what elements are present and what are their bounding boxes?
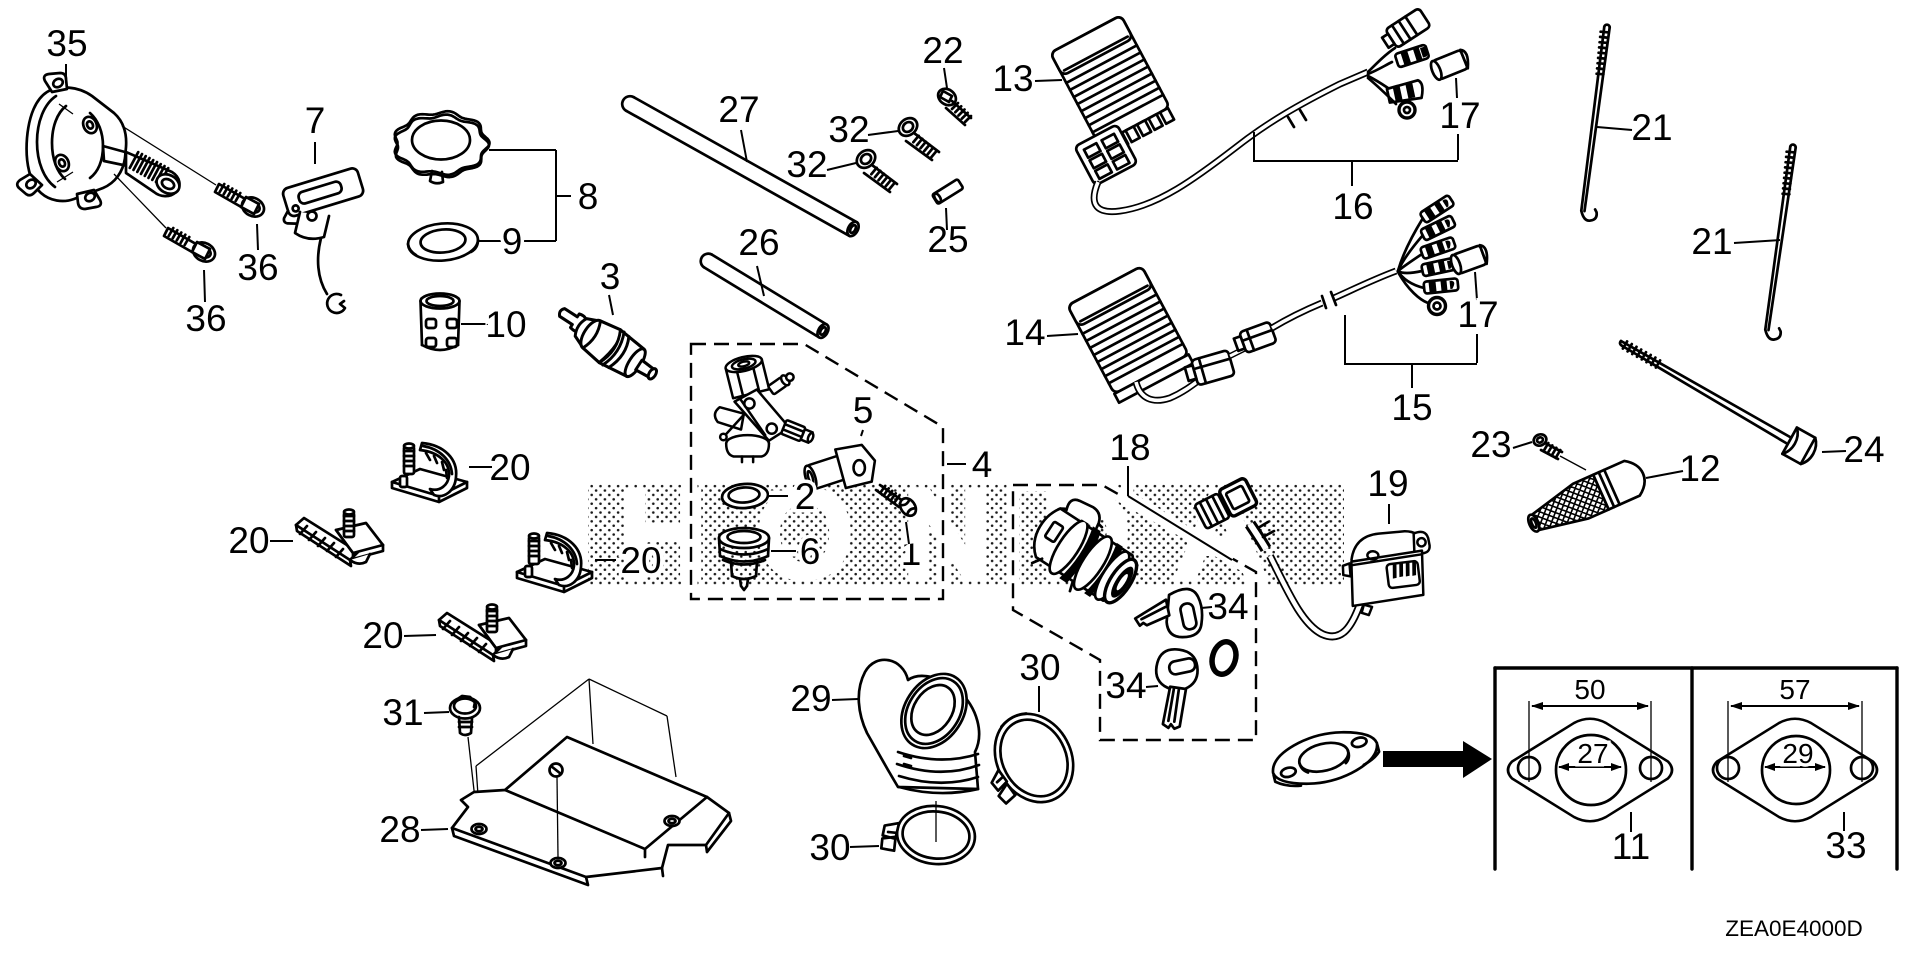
svg-text:36: 36 xyxy=(237,247,278,288)
svg-text:30: 30 xyxy=(1019,647,1060,688)
svg-text:8: 8 xyxy=(578,176,599,217)
svg-text:5: 5 xyxy=(853,390,874,431)
svg-text:3: 3 xyxy=(600,256,621,297)
svg-text:21: 21 xyxy=(1691,221,1732,262)
svg-text:6: 6 xyxy=(800,531,821,572)
svg-text:19: 19 xyxy=(1367,463,1408,504)
svg-text:12: 12 xyxy=(1679,448,1720,489)
svg-text:4: 4 xyxy=(972,444,993,485)
svg-text:ZEA0E4000D: ZEA0E4000D xyxy=(1725,916,1863,941)
svg-text:7: 7 xyxy=(305,100,326,141)
svg-text:16: 16 xyxy=(1332,186,1373,227)
svg-text:10: 10 xyxy=(485,304,526,345)
svg-text:24: 24 xyxy=(1843,429,1884,470)
svg-text:29: 29 xyxy=(1782,738,1813,769)
svg-text:34: 34 xyxy=(1105,665,1146,706)
svg-text:34: 34 xyxy=(1207,586,1248,627)
svg-text:33: 33 xyxy=(1825,825,1866,866)
svg-text:20: 20 xyxy=(489,447,530,488)
svg-text:17: 17 xyxy=(1457,294,1498,335)
svg-text:20: 20 xyxy=(620,540,661,581)
svg-text:20: 20 xyxy=(228,520,269,561)
svg-text:31: 31 xyxy=(382,692,423,733)
svg-text:22: 22 xyxy=(922,30,963,71)
svg-text:29: 29 xyxy=(790,678,831,719)
svg-text:50: 50 xyxy=(1574,674,1605,705)
svg-text:32: 32 xyxy=(786,144,827,185)
svg-text:21: 21 xyxy=(1631,107,1672,148)
svg-text:36: 36 xyxy=(185,298,226,339)
svg-text:57: 57 xyxy=(1779,674,1810,705)
svg-text:13: 13 xyxy=(992,58,1033,99)
svg-text:25: 25 xyxy=(927,219,968,260)
svg-text:11: 11 xyxy=(1612,826,1650,867)
svg-text:27: 27 xyxy=(1577,738,1608,769)
svg-text:30: 30 xyxy=(809,827,850,868)
svg-text:14: 14 xyxy=(1004,312,1045,353)
svg-text:35: 35 xyxy=(46,23,87,64)
svg-text:20: 20 xyxy=(362,615,403,656)
svg-text:32: 32 xyxy=(828,109,869,150)
svg-text:17: 17 xyxy=(1439,95,1480,136)
svg-text:26: 26 xyxy=(738,222,779,263)
svg-text:27: 27 xyxy=(718,89,759,130)
svg-text:23: 23 xyxy=(1470,424,1511,465)
svg-text:9: 9 xyxy=(502,221,523,262)
svg-text:28: 28 xyxy=(379,809,420,850)
svg-text:15: 15 xyxy=(1391,387,1432,428)
svg-text:18: 18 xyxy=(1109,427,1150,468)
svg-text:2: 2 xyxy=(795,476,816,517)
